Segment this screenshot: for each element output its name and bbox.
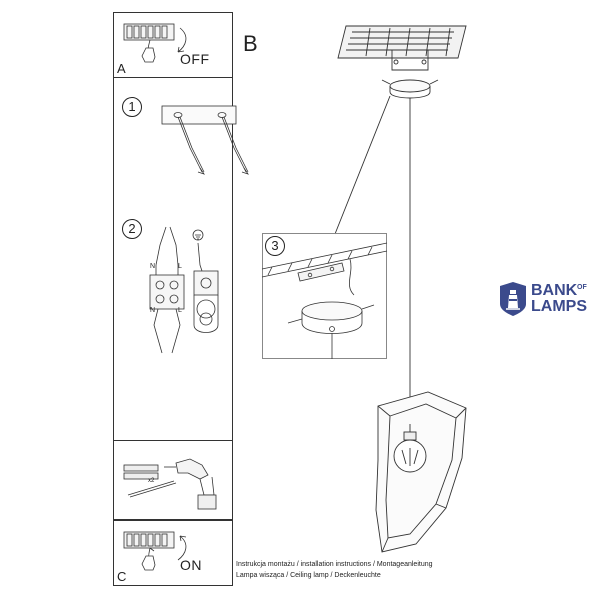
fuse-box-on-icon bbox=[123, 531, 187, 571]
neutral-terminal-label-top: N bbox=[150, 263, 156, 270]
step-3-detail-frame bbox=[262, 233, 387, 359]
neutral-terminal-label-bottom: N bbox=[150, 307, 156, 314]
section-b-label: B bbox=[243, 31, 258, 56]
step-2-terminal-block-illustration bbox=[149, 226, 219, 354]
screws-count: x2 bbox=[148, 478, 155, 484]
fuse-box-off-icon bbox=[123, 23, 187, 63]
ceiling-lamp-illustration bbox=[334, 25, 467, 553]
panel-a-letter: A bbox=[117, 61, 126, 76]
step-3-canopy-mounting-illustration bbox=[261, 242, 388, 359]
drill-panel-frame bbox=[113, 440, 233, 520]
live-terminal-label-bottom: L bbox=[178, 307, 182, 314]
step-3-circle: 3 bbox=[265, 236, 285, 256]
live-terminal-label-top: L bbox=[178, 263, 182, 270]
panel-c-letter: C bbox=[117, 569, 127, 584]
brand-name-line-2: LAMPS bbox=[531, 298, 587, 315]
panel-c-frame bbox=[113, 520, 233, 586]
brand-name-of: OF bbox=[577, 284, 587, 291]
switch-on-label: ON bbox=[180, 557, 202, 573]
panel-a-frame bbox=[113, 12, 233, 78]
brand-name-line-1: BANK bbox=[531, 282, 578, 299]
step-2-circle: 2 bbox=[122, 219, 142, 239]
step-1-mounting-plate-illustration bbox=[161, 105, 249, 175]
caption-line-1: Instrukcja montażu / installation instru… bbox=[236, 561, 433, 568]
lighthouse-logo-icon bbox=[500, 282, 526, 316]
caption-line-2: Lampa wisząca / Ceiling lamp / Deckenleu… bbox=[236, 572, 381, 579]
step-1-circle: 1 bbox=[122, 97, 142, 117]
switch-off-label: OFF bbox=[180, 51, 210, 67]
drill-and-anchors-illustration bbox=[123, 458, 217, 510]
